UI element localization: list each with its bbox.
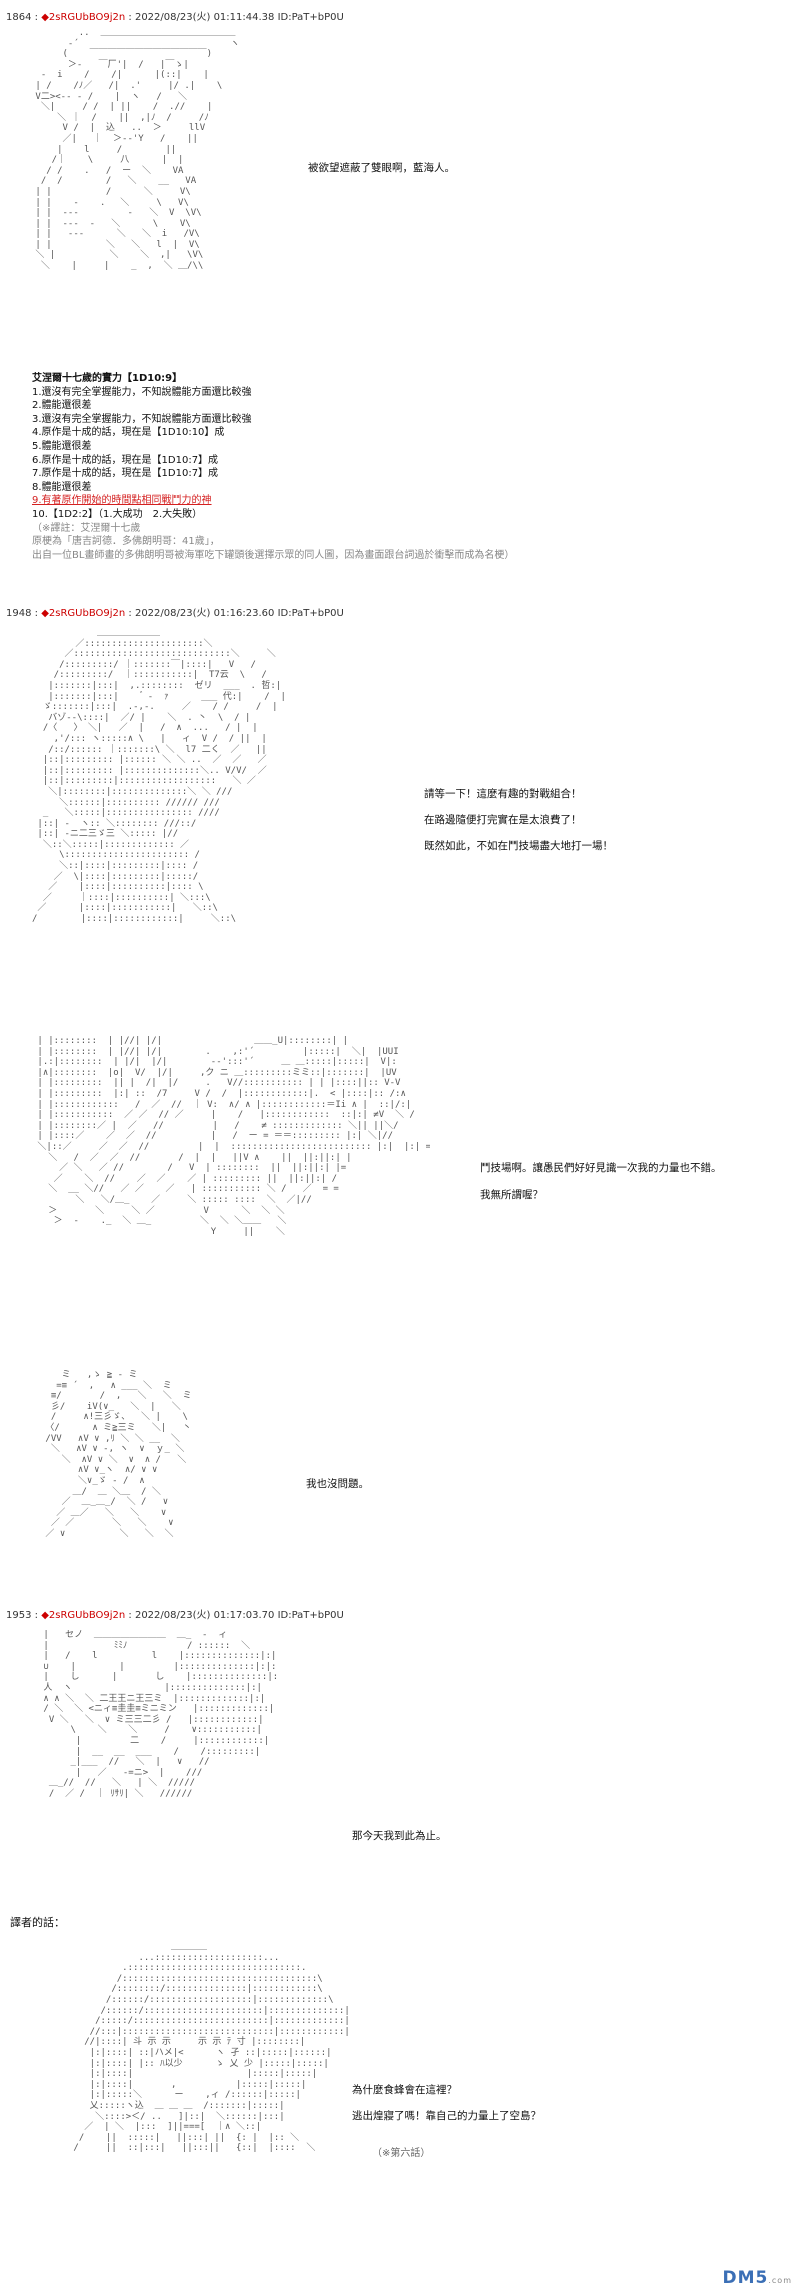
dialogue-line: 請等一下！這麼有趣的對戰組合！ <box>424 788 582 800</box>
post-header: 1953 : ◆2sRGUbBO9j2n : 2022/08/23(火) 01:… <box>6 1610 344 1621</box>
dialogue-line: 那今天我到此為止。 <box>352 1830 447 1842</box>
poster-name[interactable]: ◆2sRGUbBO9j2n <box>41 12 126 23</box>
logo-suffix: .com <box>768 2276 792 2285</box>
post-date: 2022/08/23(火) 01:11:44.38 ID:PaT+bP0U <box>134 12 344 23</box>
stats-block: 艾涅爾十七歲的實力【1D10:9】 1.還沒有完全掌握能力，不知說體能方面還比較… <box>32 372 514 562</box>
stats-final-line: 10.【1D2:2】（1.大成功 2.大失敗） <box>32 508 203 520</box>
ascii-art-character: | セノ ＿＿＿＿＿＿＿＿ ＿_ ‐ ィ | ﾐﾐﾉ / :::::: ＼ | … <box>43 1630 278 1799</box>
logo-text: DM5 <box>722 2268 769 2288</box>
stats-title: 艾涅爾十七歲的實力【1D10:9】 <box>32 373 183 384</box>
stats-line: 7.原作是十成的話，現在是【1D10:7】成 <box>32 468 219 480</box>
stats-line: 5.體能還很差 <box>32 440 92 452</box>
stats-line: 1.還沒有完全掌握能力，不知說體能方面還比較強 <box>32 386 252 398</box>
ascii-art-character: .. ＿＿＿＿＿＿＿＿＿＿＿＿＿＿＿ ‐´ ヽ ( ￣￣￣￣￣￣￣￣￣￣￣￣￣)… <box>35 28 240 272</box>
stats-line: 2.體能還很差 <box>32 400 92 412</box>
episode-caption: （※第六話） <box>372 2148 431 2159</box>
dialogue-line: 鬥技場啊。讓愚民們好好見識一次我的力量也不錯。 <box>480 1162 722 1174</box>
ascii-art-character: ＿＿＿＿＿＿＿ ／::::::::::::::::::::::＼ ／::::::… <box>32 628 286 925</box>
translator-note: 原梗為「唐吉訶德．多佛朗明哥：41歲」， <box>32 536 220 548</box>
stats-line: 8.體能還很差 <box>32 481 92 493</box>
stats-highlight-line: 9.有著原作開始的時間點相同戰鬥力的神 <box>32 495 212 507</box>
dialogue-line: 我無所謂喔？ <box>480 1189 543 1201</box>
poster-name[interactable]: ◆2sRGUbBO9j2n <box>41 1610 126 1621</box>
site-logo: DM5.com <box>723 2268 793 2288</box>
dialogue-line: 逃出煌寢了嗎！靠自己的力量上了空島？ <box>352 2110 541 2122</box>
poster-name[interactable]: ◆2sRGUbBO9j2n <box>41 608 126 619</box>
dialogue-line: 我也沒問題。 <box>306 1478 369 1490</box>
translator-comment-title: 譯者的話： <box>10 1916 65 1929</box>
ascii-art-character: | |:::::::: | |//| |/| ＿＿_U|::::::::| | … <box>37 1036 430 1237</box>
translator-note: （※譯註：艾涅爾十七歲 <box>32 522 141 534</box>
dialogue-line: 被欲望遮蔽了雙眼啊，藍海人。 <box>308 162 455 174</box>
post-date: 2022/08/23(火) 01:16:23.60 ID:PaT+bP0U <box>134 608 344 619</box>
stats-line: 3.還沒有完全掌握能力，不知說體能方面還比較強 <box>32 413 252 425</box>
translator-note: 出自一位BL畫師畫的多佛朗明哥被海軍吃下罐頭後選擇示眾的同人圖，因為畫面跟台詞過… <box>32 549 515 561</box>
post-number: 1953 <box>6 1610 32 1621</box>
dialogue-line: 既然如此，不如在鬥技場盡大地打一場！ <box>424 840 613 852</box>
stats-line: 4.原作是十成的話，現在是【1D10:10】成 <box>32 427 225 439</box>
ascii-art-character: ＿＿＿＿ ...::::::::::::::::::::... .:::::::… <box>73 1942 350 2154</box>
dialogue-line: 在路邊隨便打完實在是太浪費了！ <box>424 814 582 826</box>
dialogue-line: 為什麼食蜂會在這裡？ <box>352 2084 457 2096</box>
post-date: 2022/08/23(火) 01:17:03.70 ID:PaT+bP0U <box>134 1610 344 1621</box>
post-header: 1864 : ◆2sRGUbBO9j2n : 2022/08/23(火) 01:… <box>6 12 344 23</box>
post-number: 1948 <box>6 608 32 619</box>
stats-line: 6.原作是十成的話，現在是【1D10:7】成 <box>32 454 219 466</box>
post-header: 1948 : ◆2sRGUbBO9j2n : 2022/08/23(火) 01:… <box>6 608 344 619</box>
ascii-art-character: ミ ,ゝ ≧ ‐ ミ =≡ ´ , ∧ ___ ＼ ミ ≡/ / , ＼ ＼ ミ… <box>45 1370 192 1539</box>
post-number: 1864 <box>6 12 32 23</box>
